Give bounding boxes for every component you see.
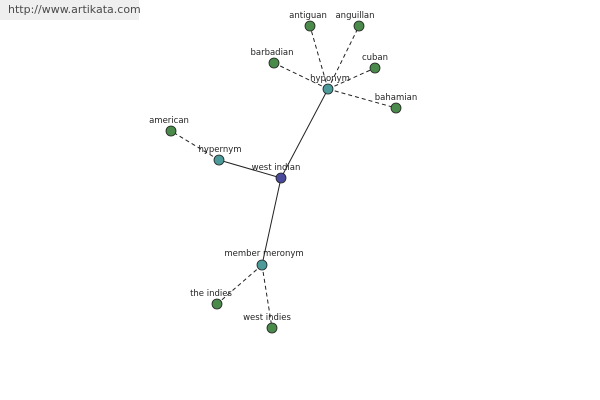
node-cuban[interactable] [369, 62, 381, 74]
node-bahamian[interactable] [390, 102, 402, 114]
node-american[interactable] [165, 125, 177, 137]
edge-hyponym-antiguan [309, 25, 329, 90]
edge-center-member-meronym [261, 177, 282, 266]
node-barbadian[interactable] [268, 57, 280, 69]
label-west-indian: west indian [252, 163, 301, 173]
edge-hyponym-cuban [327, 67, 376, 90]
node-member-meronym[interactable] [256, 259, 268, 271]
node-the-indies[interactable] [211, 298, 223, 310]
edge-hyponym-barbadian [273, 62, 329, 90]
edge-center-hypernym [218, 159, 282, 179]
label-hypernym: hypernym [198, 145, 241, 155]
label-member-meronym: member meronym [224, 249, 303, 259]
edge-center-hyponym [280, 88, 329, 179]
edge-hyponym-anguillan [327, 25, 360, 90]
edge-hypernym-american [170, 130, 220, 161]
label-the-indies: the indies [190, 289, 232, 299]
label-hyponym: hyponym [310, 74, 350, 84]
label-bahamian: bahamian [375, 93, 417, 103]
edge-meronym-the-indies [216, 264, 263, 305]
label-cuban: cuban [362, 53, 388, 63]
label-west-indies: west indies [243, 313, 291, 323]
node-anguillan[interactable] [353, 20, 365, 32]
watermark-url[interactable]: http://www.artikata.com [0, 0, 141, 20]
node-antiguan[interactable] [304, 20, 316, 32]
label-barbadian: barbadian [250, 48, 293, 58]
edge-meronym-west-indies [261, 264, 273, 329]
node-west-indian[interactable] [275, 172, 287, 184]
edge-hyponym-bahamian [327, 88, 397, 109]
node-hyponym[interactable] [322, 83, 334, 95]
label-antiguan: antiguan [289, 11, 327, 21]
label-anguillan: anguillan [335, 11, 374, 21]
node-hypernym[interactable] [213, 154, 225, 166]
label-american: american [149, 116, 189, 126]
node-west-indies[interactable] [266, 322, 278, 334]
